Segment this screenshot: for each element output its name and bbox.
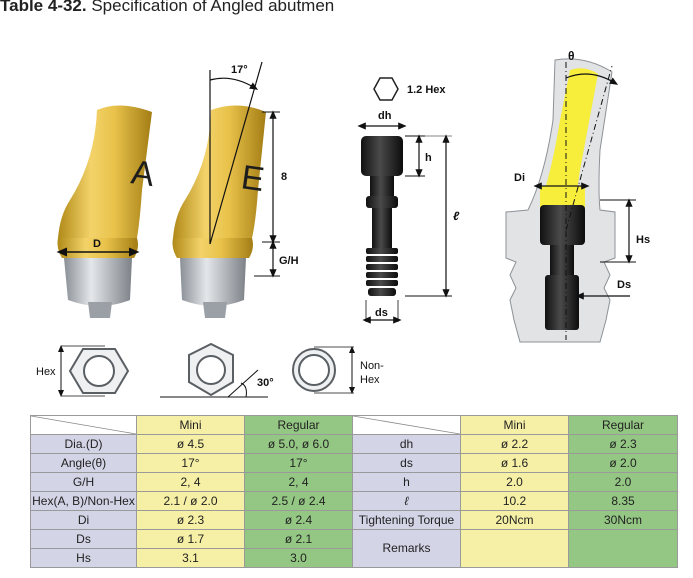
regular-value: 3.0 bbox=[244, 548, 353, 568]
mini-value: ø 2.3 bbox=[136, 510, 245, 530]
row-label-right: Tightening Torque bbox=[352, 510, 461, 530]
regular-value-right: 2.0 bbox=[568, 472, 678, 492]
letter-e-mark: E bbox=[239, 158, 267, 199]
dh-label: dh bbox=[378, 110, 392, 122]
header-regular: Regular bbox=[244, 415, 353, 435]
header-corner-right bbox=[352, 415, 461, 435]
row-label: Hs bbox=[30, 548, 137, 568]
mini-value: 3.1 bbox=[136, 548, 245, 568]
table-row: G/H 2, 4 2, 4 h 2.0 2.0 bbox=[30, 472, 678, 492]
regular-value: ø 5.0, ø 6.0 bbox=[244, 434, 353, 454]
hex-size-label: 1.2 Hex bbox=[407, 84, 446, 96]
non-hex-label-2: Hex bbox=[360, 374, 380, 386]
table-title-text: Specification of Angled abutmen bbox=[86, 0, 335, 15]
mini-value: 2, 4 bbox=[136, 472, 245, 492]
connection-types: Hex 30° Non- Hex bbox=[36, 342, 384, 398]
table-title: Table 4-32. Specification of Angled abut… bbox=[0, 0, 334, 16]
regular-value: 2.5 / ø 2.4 bbox=[244, 491, 353, 511]
mini-value: 17° bbox=[136, 453, 245, 473]
header-regular-right: Regular bbox=[568, 415, 678, 435]
table-row: Dia.(D) ø 4.5 ø 5.0, ø 6.0 dh ø 2.2 ø 2.… bbox=[30, 434, 678, 454]
row-label-right: ℓ bbox=[352, 491, 461, 511]
hex-socket-icon bbox=[373, 77, 399, 101]
non-hex-label-1: Non- bbox=[360, 360, 384, 372]
header-corner-left bbox=[30, 415, 137, 435]
regular-value-right: ø 2.0 bbox=[568, 453, 678, 473]
row-label-right: h bbox=[352, 472, 461, 492]
abutment-e: E 17° 8 G/H bbox=[172, 61, 299, 318]
regular-value-right: ø 2.3 bbox=[568, 434, 678, 454]
mini-value-right: 10.2 bbox=[460, 491, 569, 511]
table-row: Hex(A, B)/Non-Hex 2.1 / ø 2.0 2.5 / ø 2.… bbox=[30, 491, 678, 511]
row-label: Hex(A, B)/Non-Hex bbox=[30, 491, 137, 511]
regular-value: 17° bbox=[244, 453, 353, 473]
table-number: Table 4-32. bbox=[0, 0, 87, 15]
regular-value-right: 30Ncm bbox=[568, 510, 678, 530]
mini-value-right: 20Ncm bbox=[460, 510, 569, 530]
angle-30-label: 30° bbox=[257, 377, 274, 389]
angle-17-label: 17° bbox=[231, 64, 248, 76]
specification-table: Mini Regular Mini Regular Dia.(D) ø 4.5 … bbox=[30, 415, 678, 568]
table-row: Angle(θ) 17° 17° ds ø 1.6 ø 2.0 bbox=[30, 453, 678, 473]
regular-value: 2, 4 bbox=[244, 472, 353, 492]
hex-label: Hex bbox=[36, 366, 56, 378]
regular-value: ø 2.1 bbox=[244, 529, 353, 549]
remarks-mini bbox=[460, 529, 569, 568]
regular-value: ø 2.4 bbox=[244, 510, 353, 530]
mini-value-right: ø 1.6 bbox=[460, 453, 569, 473]
header-mini: Mini bbox=[136, 415, 245, 435]
mini-value-right: 2.0 bbox=[460, 472, 569, 492]
mini-value: ø 1.7 bbox=[136, 529, 245, 549]
gh-label: G/H bbox=[279, 255, 299, 267]
ds-label: ds bbox=[375, 307, 388, 319]
table-row: Di ø 2.3 ø 2.4 Tightening Torque 20Ncm 3… bbox=[30, 510, 678, 530]
row-label-right: ds bbox=[352, 453, 461, 473]
row-label-right: dh bbox=[352, 434, 461, 454]
header-mini-right: Mini bbox=[460, 415, 569, 435]
remarks-label: Remarks bbox=[352, 529, 461, 568]
table-row: Ds ø 1.7 ø 2.1 Remarks bbox=[30, 529, 678, 568]
theta-label: θ bbox=[568, 49, 575, 63]
row-label: G/H bbox=[30, 472, 137, 492]
abutment-a: A D bbox=[56, 105, 157, 318]
row-label: Di bbox=[30, 510, 137, 530]
table-row: Hs 3.1 3.0 bbox=[30, 548, 678, 568]
header-row: Mini Regular Mini Regular bbox=[30, 415, 678, 435]
abutment-illustration: A D E 17° 8 G/H 1.2 Hex dh bbox=[36, 49, 650, 398]
row-label: Angle(θ) bbox=[30, 453, 137, 473]
row-label: Dia.(D) bbox=[30, 434, 137, 454]
l-label: ℓ bbox=[453, 209, 460, 223]
regular-value-right: 8.35 bbox=[568, 491, 678, 511]
h-label: h bbox=[425, 152, 432, 164]
height-8-label: 8 bbox=[281, 171, 287, 183]
mini-value: 2.1 / ø 2.0 bbox=[136, 491, 245, 511]
di-label: Di bbox=[514, 172, 525, 184]
ds-section-label: Ds bbox=[617, 279, 631, 291]
hs-label: Hs bbox=[636, 234, 650, 246]
d-label: D bbox=[93, 238, 101, 250]
mini-value: ø 4.5 bbox=[136, 434, 245, 454]
row-label: Ds bbox=[30, 529, 137, 549]
abutment-screw: 1.2 Hex dh h ℓ ds bbox=[357, 77, 460, 324]
letter-a-mark: A bbox=[129, 153, 157, 194]
remarks-regular bbox=[568, 529, 678, 568]
mini-value-right: ø 2.2 bbox=[460, 434, 569, 454]
abutment-cross-section: θ Di Hs Ds bbox=[505, 49, 650, 343]
